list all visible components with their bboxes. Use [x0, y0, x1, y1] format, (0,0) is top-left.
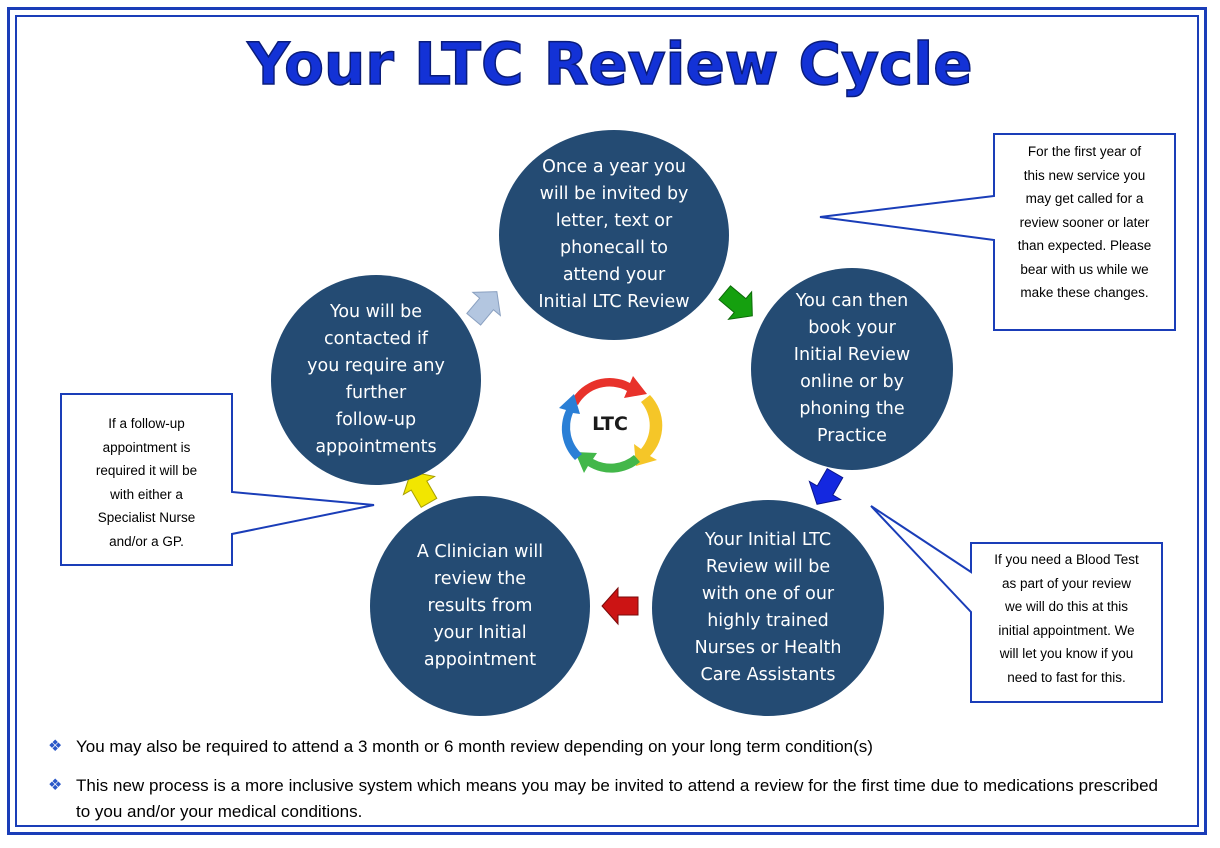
bullet-item-1: ❖ You may also be required to attend a 3…: [48, 734, 1158, 760]
callout-first-year-text: For the first year of this new service y…: [1017, 144, 1152, 300]
bullet-text-1: You may also be required to attend a 3 m…: [76, 737, 873, 756]
arrow-step1-to-step2: [718, 285, 753, 321]
step-circle-3-initial-review: Your Initial LTC Review will be with one…: [652, 500, 884, 716]
inner-border: [15, 15, 1199, 827]
step-circle-4-clinician-review: A Clinician will review the results from…: [370, 496, 590, 716]
ltc-logo-label: LTC: [592, 413, 628, 435]
callout-box-blood-test: [870, 505, 1163, 703]
callout-blood-test-text: If you need a Blood Test as part of your…: [994, 552, 1139, 685]
arrow-step4-to-step5: [402, 471, 438, 509]
diamond-bullet-icon: ❖: [48, 777, 63, 794]
step-circle-2-book-review: You can then book your Initial Review on…: [751, 268, 953, 470]
page-title: Your LTC Review Cycle: [247, 29, 974, 99]
diamond-bullet-icon: ❖: [48, 738, 63, 755]
callout-box-follow-up: [60, 393, 375, 566]
bullet-text-2: This new process is a more inclusive sys…: [76, 776, 1158, 821]
arrow-step2-to-step3: [808, 467, 844, 505]
bullet-item-2: ❖ This new process is a more inclusive s…: [48, 773, 1158, 825]
recycle-cycle-icon: [559, 376, 663, 473]
step-circle-1-invitation: Once a year you will be invited by lette…: [499, 130, 729, 340]
arrow-step3-to-step4: [601, 586, 639, 626]
callout-follow-up-text: If a follow-up appointment is required i…: [95, 416, 198, 549]
arrow-step5-to-step1: [466, 291, 502, 326]
callout-box-first-year: [819, 133, 1176, 331]
step-circle-5-follow-up: You will be contacted if you require any…: [271, 275, 481, 485]
outer-border: [7, 7, 1207, 835]
